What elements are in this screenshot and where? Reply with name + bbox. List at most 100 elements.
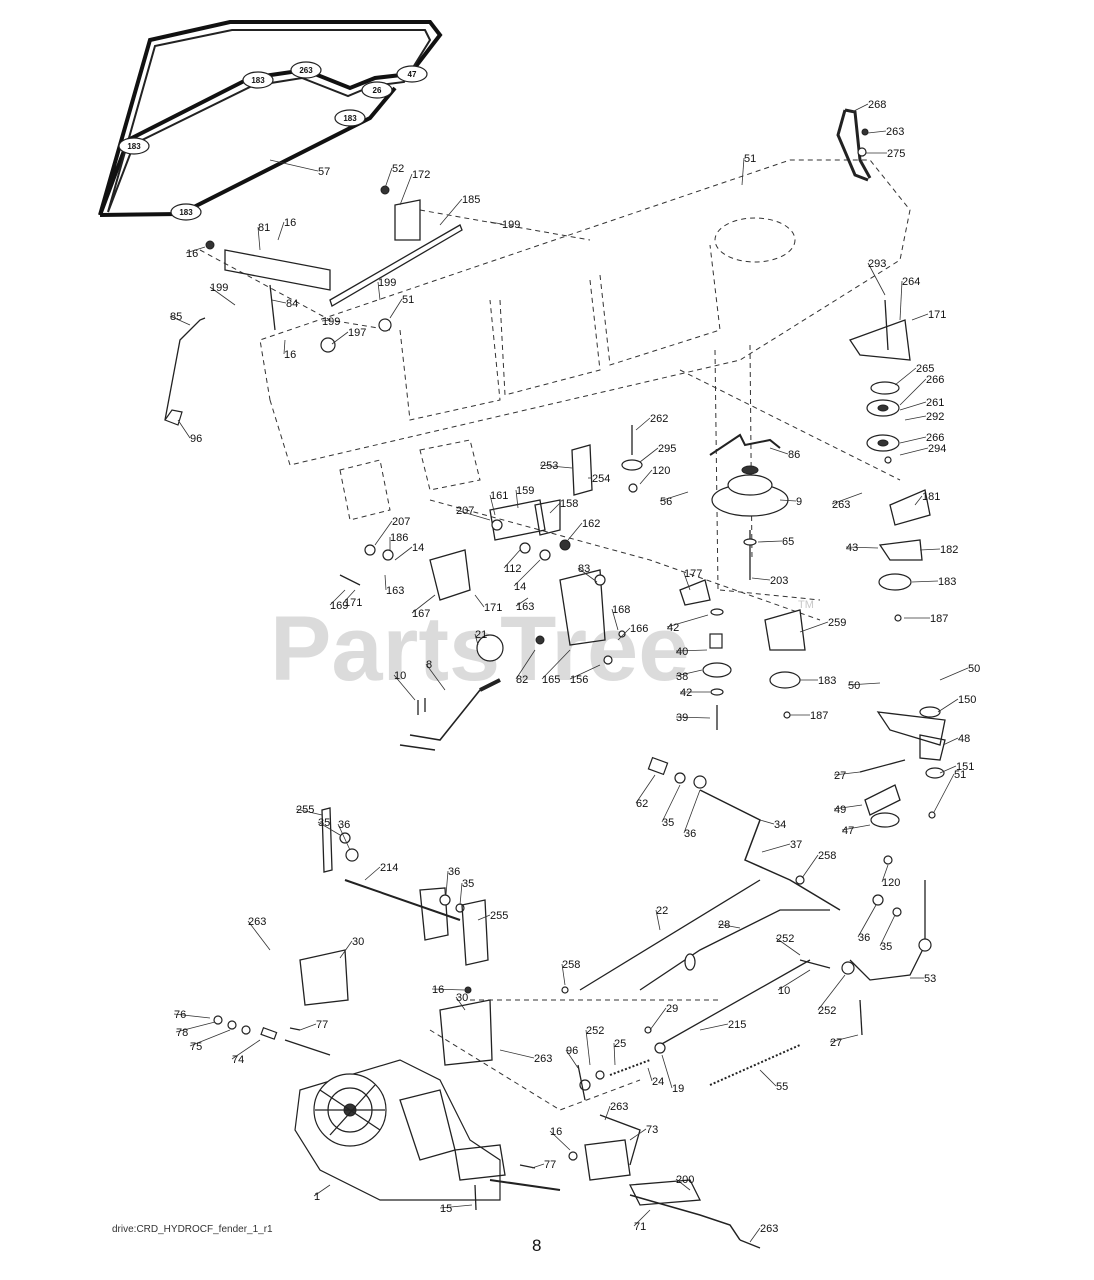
sleeve-28 <box>684 953 696 971</box>
upper-left-linkage <box>164 185 463 426</box>
nut-51 <box>378 318 392 332</box>
lift-handle-assembly <box>836 108 872 182</box>
left-mid-linkage <box>339 499 626 751</box>
belt-pulley-body <box>361 81 393 99</box>
callout-leader <box>567 522 583 541</box>
shaft-214 <box>344 879 461 921</box>
plate-150 <box>876 711 946 746</box>
callout-label: 48 <box>958 733 970 745</box>
callout-label: 78 <box>176 1027 188 1039</box>
mid-bracket-cluster <box>571 425 643 496</box>
bushing-197 <box>320 337 336 353</box>
callout: 263 <box>831 492 863 511</box>
callout-label: 161 <box>490 490 508 502</box>
washer-35-a <box>674 772 686 784</box>
washer-151 <box>925 767 945 779</box>
callout-label: 22 <box>656 905 668 917</box>
callout-label: 83 <box>578 563 590 575</box>
callout: 181 <box>914 491 940 506</box>
callout-leader <box>445 870 449 896</box>
callout: 65 <box>757 536 794 548</box>
callout-label: 24 <box>652 1076 664 1088</box>
callout-label: 81 <box>258 222 270 234</box>
callout: 14 <box>394 542 424 561</box>
callout: 168 <box>611 604 630 631</box>
callout-leader <box>801 854 819 879</box>
callout-leader <box>683 572 691 591</box>
callout-label: 14 <box>412 542 424 554</box>
callout-leader <box>775 937 801 956</box>
callout-label: 253 <box>540 460 558 472</box>
callout-label: 14 <box>514 581 526 593</box>
callout-label: 255 <box>490 910 508 922</box>
callout: 50 <box>939 663 980 681</box>
callout: 16 <box>431 984 466 996</box>
callout-label: 19 <box>672 1083 684 1095</box>
washer-150 <box>919 706 941 718</box>
nut-51-right <box>928 811 936 819</box>
transaxle-fan-blades <box>315 1084 385 1136</box>
callout-label: 252 <box>586 1025 604 1037</box>
belt-pulley-label: 263 <box>299 66 313 75</box>
callout-leader <box>343 589 356 603</box>
transaxle <box>213 1015 561 1211</box>
callout: 39 <box>675 712 711 724</box>
callout-label: 207 <box>456 505 474 517</box>
pulley-266-b-hub <box>877 439 889 447</box>
callout-leader <box>939 667 969 681</box>
callout-leader <box>655 909 661 931</box>
callout: 167 <box>411 594 436 620</box>
nut-52 <box>380 185 390 195</box>
callout-leader <box>277 221 285 241</box>
callout-leader <box>185 246 206 254</box>
callout-leader <box>635 774 656 804</box>
callout: 51 <box>389 294 414 319</box>
washer-36-a <box>693 775 707 789</box>
lower-left-shaft <box>299 807 605 1101</box>
bracket-167 <box>429 549 471 601</box>
callout: 14 <box>513 559 541 593</box>
frame-bracket-mid <box>419 439 481 491</box>
callout-leader <box>257 226 261 251</box>
bracket-30-a <box>299 949 349 1006</box>
plate-81 <box>224 249 331 291</box>
leader-dash-5 <box>719 589 821 601</box>
callout-label: 16 <box>550 1126 562 1138</box>
callout-leader <box>455 509 491 521</box>
callout: 295 <box>639 443 676 463</box>
belt-pulley: 183 <box>170 203 202 221</box>
callout-label: 295 <box>658 443 676 455</box>
callout: 293 <box>867 258 886 296</box>
callout-leader <box>899 378 927 406</box>
callout-label: 50 <box>968 663 980 675</box>
callout-label: 263 <box>832 499 850 511</box>
callout-label: 181 <box>922 491 940 503</box>
callout-label: 214 <box>380 862 398 874</box>
callout-leader <box>867 130 887 134</box>
bracket-30-b <box>439 999 493 1066</box>
bracket-172 <box>394 199 421 241</box>
callout-label: 37 <box>790 839 802 851</box>
callout-leader <box>833 771 861 776</box>
callout-leader <box>639 469 653 485</box>
callout-leader <box>374 520 393 546</box>
washer-252-right <box>841 961 855 975</box>
callout-leader <box>339 940 353 959</box>
callout: 51 <box>741 153 756 186</box>
callout-leader <box>247 920 271 951</box>
callout: 21 <box>474 629 487 646</box>
leader-dash-1 <box>679 369 901 481</box>
callout: 10 <box>777 969 811 997</box>
callout-label: 1 <box>314 1191 320 1203</box>
callout: 158 <box>549 498 578 514</box>
callout-leader <box>779 499 797 502</box>
engine-pulley <box>709 433 789 580</box>
belt-pulley-body <box>334 109 366 127</box>
callout-leader <box>175 1021 216 1033</box>
callout: 254 <box>588 473 610 485</box>
callout: 182 <box>919 544 958 556</box>
callout-leader <box>633 1209 651 1227</box>
callout-label: 263 <box>610 1101 628 1113</box>
callout: 40 <box>675 646 708 658</box>
